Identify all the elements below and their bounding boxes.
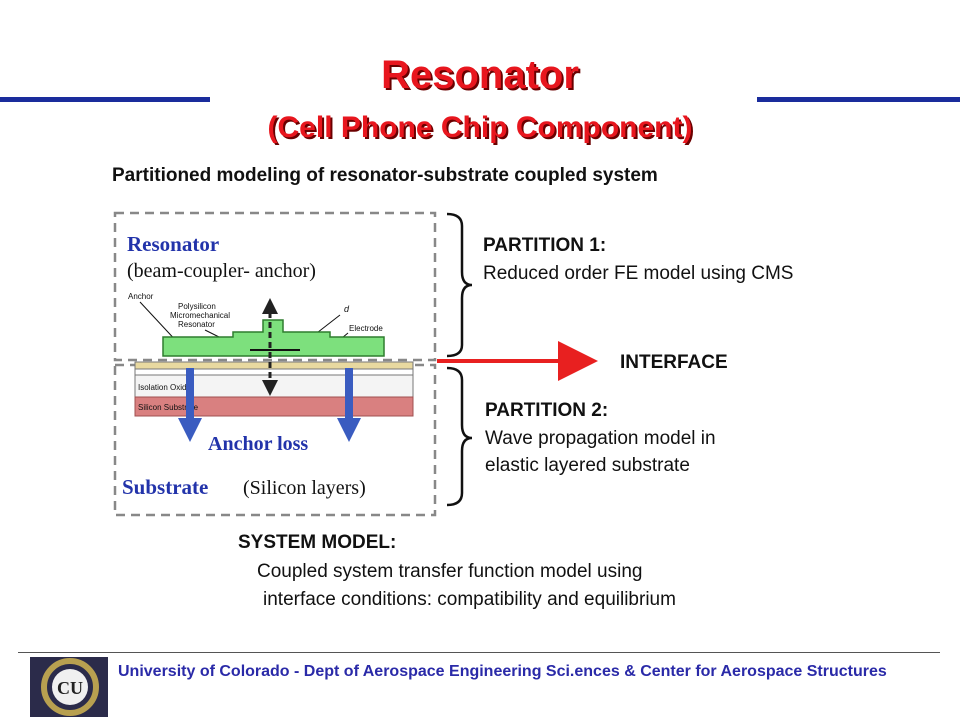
partition2-desc-1: Wave propagation model in xyxy=(485,428,716,449)
resonator-structure xyxy=(162,319,385,357)
polysilicon-label-1: Polysilicon xyxy=(178,302,216,311)
silicon-substrate-label: Silicon Substrate xyxy=(138,403,199,412)
partition1-title: PARTITION 1: xyxy=(483,235,606,256)
title-rule-right xyxy=(757,97,960,102)
partition2-desc-2: elastic layered substrate xyxy=(485,455,690,476)
nitride-layer xyxy=(134,368,414,376)
footer-divider xyxy=(18,652,940,653)
electrode-label: Electrode xyxy=(349,324,383,333)
system-model-title: SYSTEM MODEL: xyxy=(238,532,396,553)
vibration-arrow-up xyxy=(262,298,278,314)
vibration-arrow-down xyxy=(262,380,278,396)
partition2-box xyxy=(113,363,437,517)
footer-text: University of Colorado - Dept of Aerospa… xyxy=(118,663,887,680)
university-logo: CU xyxy=(30,657,108,717)
anchor-loss-arrow-right-head xyxy=(337,418,361,442)
polysilicon-label-3: Resonator xyxy=(178,320,215,329)
system-model-desc-2: interface conditions: compatibility and … xyxy=(263,589,676,610)
anchor-loss-arrow-left-shaft xyxy=(186,368,194,420)
partition2-brace xyxy=(446,366,473,507)
interface-label: INTERFACE xyxy=(620,352,728,373)
substrate-sublabel: (Silicon layers) xyxy=(243,477,366,499)
silicon-substrate-layer xyxy=(134,396,414,417)
anchor-loss-label: Anchor loss xyxy=(208,433,308,455)
partition1-brace xyxy=(446,212,473,358)
partition-diagram: Partitioned modeling of resonator-substr… xyxy=(112,165,793,610)
partition1-desc: Reduced order FE model using CMS xyxy=(483,263,793,284)
partition1-box xyxy=(113,211,437,362)
title-rule-left xyxy=(0,97,210,102)
resonator-sublabel: (beam-coupler- anchor) xyxy=(127,260,316,282)
substrate-label: Substrate xyxy=(122,475,208,499)
slide-subtitle: (Cell Phone Chip Component) xyxy=(267,111,693,144)
anchor-label: Anchor xyxy=(128,292,154,301)
thin-layer xyxy=(134,361,414,370)
anchor-loss-arrow-right-shaft xyxy=(345,368,353,420)
isolation-oxide-label: Isolation Oxide xyxy=(138,383,191,392)
polysilicon-label-2: Micromechanical xyxy=(170,311,230,320)
diagram-heading: Partitioned modeling of resonator-substr… xyxy=(112,165,658,186)
resonator-label: Resonator xyxy=(127,232,219,256)
gap-d-label: d xyxy=(344,304,350,314)
slide-title: Resonator xyxy=(381,53,579,97)
partition2-title: PARTITION 2: xyxy=(485,400,608,421)
logo-text: CU xyxy=(57,678,83,698)
system-model-desc-1: Coupled system transfer function model u… xyxy=(257,561,642,582)
anchor-loss-arrow-left-head xyxy=(178,418,202,442)
